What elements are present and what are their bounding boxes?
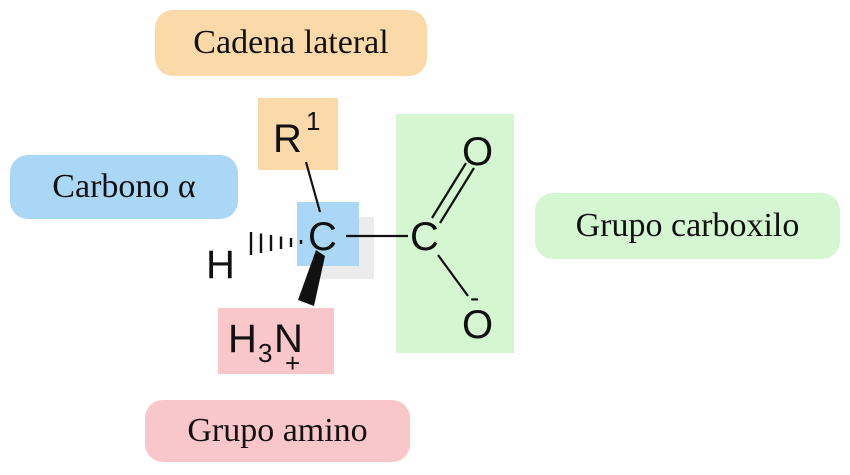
alpha-carbon-atom: C xyxy=(308,215,337,259)
oxygen-single-atom: O xyxy=(462,303,493,347)
r-group-superscript: 1 xyxy=(306,106,320,136)
side-chain-label: Cadena lateral xyxy=(155,10,427,76)
amine-charge: + xyxy=(285,348,300,378)
carboxyl-group-label: Grupo carboxilo xyxy=(535,193,840,259)
bond-c-o-double-1 xyxy=(431,162,467,219)
hashed-bond-h xyxy=(249,232,303,255)
amine-subscript: 3 xyxy=(258,338,272,368)
side-chain-highlight xyxy=(258,98,338,170)
amine-h-atom: H xyxy=(228,317,257,361)
amino-group-label: Grupo amino xyxy=(145,400,410,462)
alpha-carbon-label: Carbono α xyxy=(10,155,238,219)
amine-n-atom: N xyxy=(274,317,303,361)
amino-highlight xyxy=(218,308,334,374)
oxygen-double-atom: O xyxy=(462,130,493,174)
bond-c-o-single xyxy=(437,254,469,297)
r-group-atom: R xyxy=(273,117,302,161)
carboxyl-carbon-atom: C xyxy=(410,215,439,259)
wedge-bond-n xyxy=(298,250,325,306)
oxygen-charge: - xyxy=(470,282,479,313)
bond-r-c xyxy=(304,161,322,213)
alpha-carbon-highlight xyxy=(297,202,359,266)
bond-c-o-double-2 xyxy=(439,167,475,224)
hydrogen-atom: H xyxy=(206,243,235,287)
carboxyl-highlight xyxy=(396,114,514,353)
